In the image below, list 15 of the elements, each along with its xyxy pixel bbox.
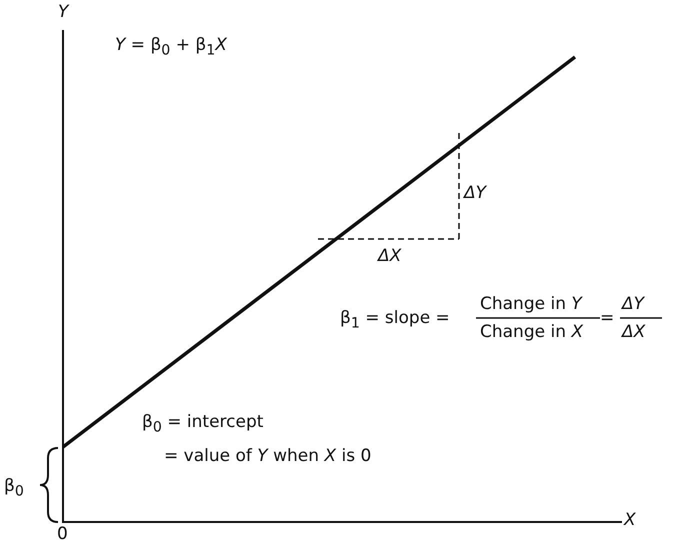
- delta-label: ΔX: [378, 246, 402, 266]
- origin-label: 0: [57, 524, 68, 544]
- intercept-text: = value of Y when X is 0: [164, 446, 372, 466]
- equals-sign: =: [600, 308, 614, 328]
- fraction-denominator: ΔX: [622, 322, 646, 342]
- axis-label: X: [624, 510, 636, 530]
- delta-label: ΔY: [464, 183, 486, 203]
- fraction-numerator: Change in Y: [480, 294, 582, 314]
- slope-formula-text: β$_{1}$ = slope =: [340, 308, 450, 334]
- equation-text: Y = β$_{0}$ + β$_{1}$X: [115, 35, 227, 60]
- brace-label: β$_{0}$: [4, 476, 24, 502]
- fraction-numerator: ΔY: [622, 294, 644, 314]
- axis-label: Y: [58, 2, 68, 22]
- intercept-text: β$_{0}$ = intercept: [142, 412, 264, 438]
- fraction-denominator: Change in X: [480, 322, 584, 342]
